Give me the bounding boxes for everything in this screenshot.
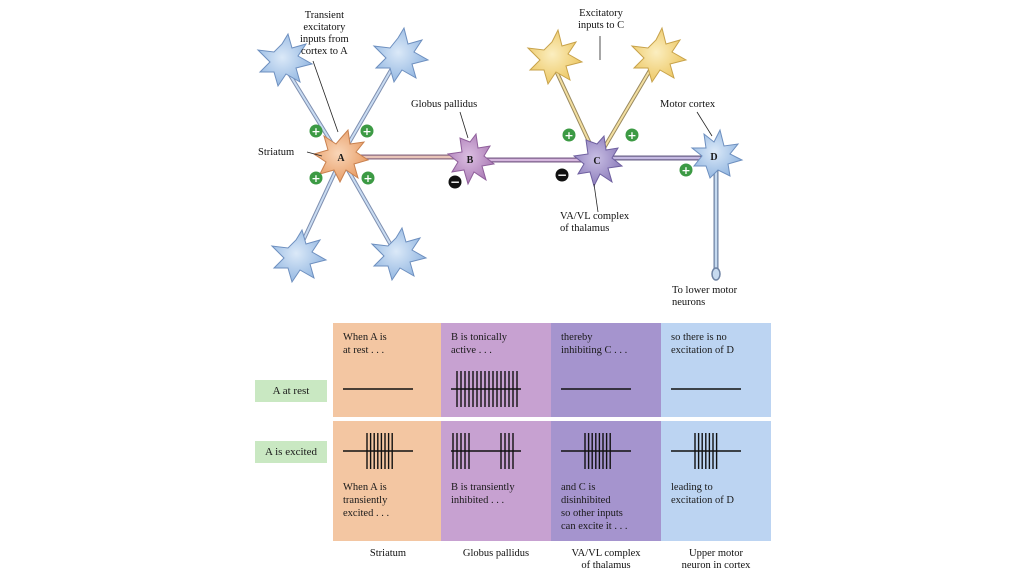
panel-1-excited: When A is transiently excited . . . — [333, 421, 443, 541]
neuron-b-globus-pallidus — [446, 132, 496, 186]
neuron-a-striatum — [312, 128, 370, 184]
panel-bottom-text: B is transiently inhibited . . . — [451, 482, 515, 506]
spike-trace — [671, 433, 741, 469]
spike-trace — [561, 388, 631, 390]
panel-top-text: so there is no excitation of D — [671, 332, 734, 356]
label-to-lower-motor-text: To lower motor neurons — [672, 285, 738, 308]
minus-badge: − — [555, 168, 569, 182]
excitatory-input-neuron-2 — [630, 26, 688, 84]
cortex-input-neuron-3 — [270, 228, 328, 284]
plus-badge: + — [679, 163, 693, 177]
panel-bottom-text: When A is transiently excited . . . — [343, 482, 390, 519]
label-to-lower-motor: To lower motor neurons — [672, 285, 737, 309]
panel-4-rest: so there is no excitation of D — [661, 323, 771, 417]
panel-3-excited: and C is disinhibited so other inputs ca… — [551, 421, 661, 541]
panel-bottom-text: leading to excitation of D — [671, 482, 734, 506]
minus-badges: − − — [448, 168, 569, 189]
plus-badge: + — [562, 128, 576, 142]
label-va-vl-complex-text: VA/VL complex of thalamus — [560, 211, 630, 234]
panel-top-text: thereby inhibiting C . . . — [561, 332, 628, 356]
plus-sign: + — [564, 129, 573, 142]
panel-top-text: B is tonically active . . . — [451, 332, 507, 356]
plus-badge: + — [625, 128, 639, 142]
plus-sign: + — [627, 129, 636, 142]
plus-badge: + — [309, 124, 323, 138]
plus-badge: + — [309, 171, 323, 185]
neuron-c-letter: C — [593, 156, 600, 167]
spike-trace — [343, 388, 413, 390]
plus-sign: + — [681, 164, 690, 177]
panel-caption: Upper motor neuron in cortex — [681, 548, 751, 571]
cortex-input-neuron-2 — [372, 26, 430, 84]
minus-sign: − — [557, 168, 567, 182]
excitatory-input-neuron-1 — [526, 28, 584, 86]
label-striatum: Striatum — [258, 147, 295, 158]
plus-sign: + — [311, 125, 320, 138]
spike-trace — [671, 388, 741, 390]
label-transient-inputs-text: Transient excitatory inputs from cortex … — [300, 10, 349, 57]
panel-2-rest: B is tonically active . . . — [441, 323, 551, 417]
label-va-vl-complex: VA/VL complex of thalamus — [560, 211, 629, 235]
panel-top-text: When A is at rest . . . — [343, 332, 387, 356]
row-tag-a-excited: A is excited — [255, 441, 327, 463]
pointer-lines — [306, 36, 713, 213]
plus-badge: + — [360, 124, 374, 138]
input-axons-to-c — [550, 58, 658, 150]
label-excitatory-inputs-c-text: Excitatory inputs to C — [578, 8, 625, 31]
spike-trace — [451, 433, 521, 469]
panel-4-excited: leading to excitation of D — [661, 421, 771, 541]
panel-caption: VA/VL complex of thalamus — [571, 548, 641, 571]
plus-badge: + — [361, 171, 375, 185]
spike-trace — [451, 371, 521, 407]
label-excitatory-inputs-c: Excitatory inputs to C — [578, 8, 624, 32]
minus-badge: − — [448, 175, 462, 189]
label-motor-cortex: Motor cortex — [660, 99, 716, 110]
label-transient-inputs: Transient excitatory inputs from cortex … — [300, 10, 349, 58]
neuron-b-letter: B — [467, 155, 474, 166]
plus-sign: + — [362, 125, 371, 138]
neuron-d-motor-cortex — [690, 128, 744, 179]
panel-2-excited: B is transiently inhibited . . . — [441, 421, 551, 541]
plus-sign: + — [311, 172, 320, 185]
plus-sign: + — [363, 172, 372, 185]
neuron-a-letter: A — [337, 153, 345, 164]
minus-sign: − — [450, 175, 460, 189]
panel-3-rest: thereby inhibiting C . . . — [551, 323, 661, 417]
panel-bottom-text: and C is disinhibited so other inputs ca… — [561, 482, 628, 532]
chain-axons — [349, 154, 721, 281]
cortex-input-neuron-1 — [256, 32, 314, 88]
panel-caption: Striatum — [369, 548, 407, 559]
label-globus-pallidus: Globus pallidus — [411, 99, 478, 110]
panel-1-rest: When A is at rest . . . — [333, 323, 443, 417]
neuron-d-letter: D — [710, 152, 717, 163]
spike-trace — [561, 433, 631, 469]
neuron-c-thalamus — [572, 134, 624, 188]
cortex-input-neuron-4 — [370, 226, 428, 282]
plus-badges: + + + + + + + — [309, 124, 693, 185]
spike-trace — [343, 433, 413, 469]
panel-caption: Globus pallidus — [462, 548, 530, 559]
row-tag-a-at-rest: A at rest — [255, 380, 327, 402]
